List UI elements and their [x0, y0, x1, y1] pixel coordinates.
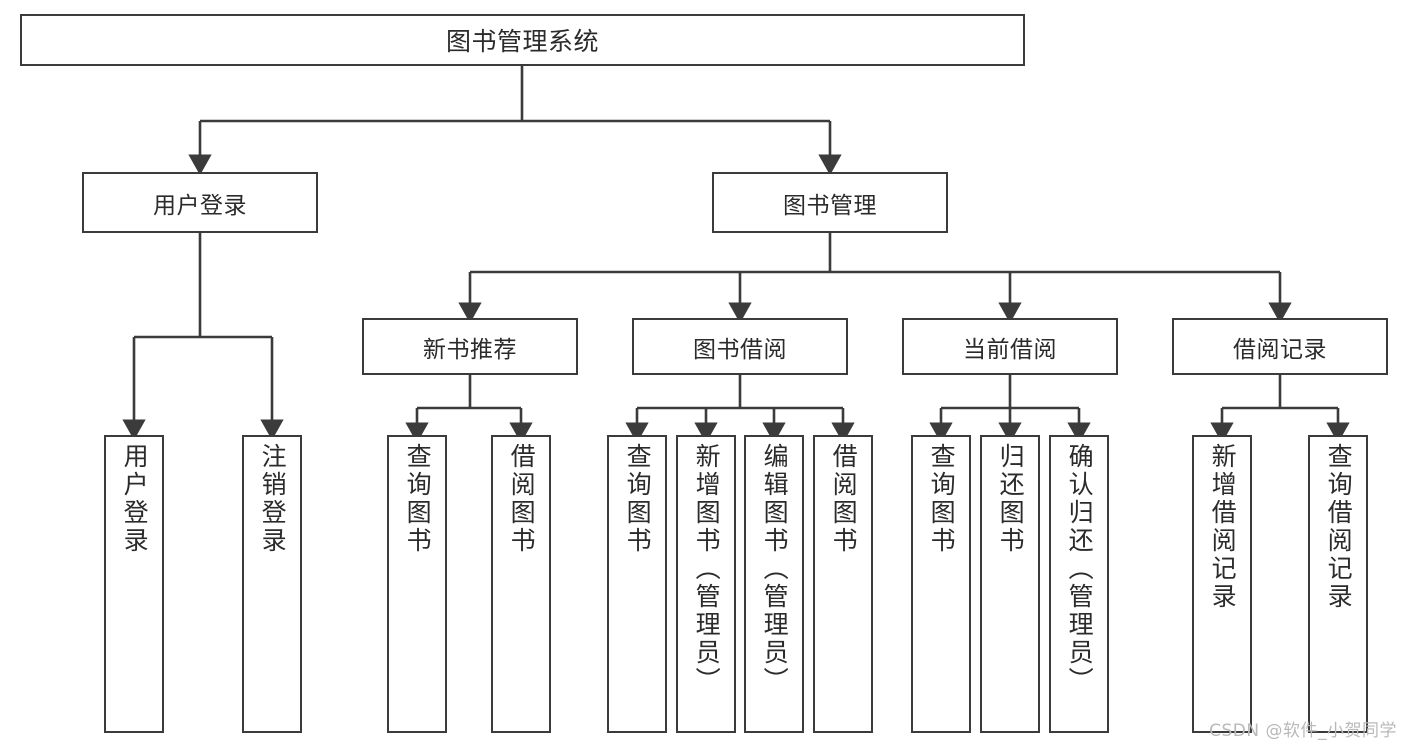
leaf-current-borrow-query[interactable]: 查询图书 [911, 435, 971, 733]
node-book-management[interactable]: 图书管理 [712, 172, 948, 233]
node-label: 图书管理 [783, 192, 877, 219]
node-label: 查询图书 [623, 443, 653, 555]
node-user-login[interactable]: 用户登录 [82, 172, 318, 233]
node-label: 用户登录 [120, 443, 150, 555]
leaf-current-borrow-confirm-return[interactable]: 确认归还（管理员） [1049, 435, 1109, 733]
node-book-borrow[interactable]: 图书借阅 [632, 318, 848, 375]
node-label: 当前借阅 [963, 336, 1057, 363]
leaf-borrow-record-query[interactable]: 查询借阅记录 [1308, 435, 1368, 733]
leaf-new-book-query[interactable]: 查询图书 [387, 435, 447, 733]
leaf-book-borrow-borrow[interactable]: 借阅图书 [813, 435, 873, 733]
node-label: 查询借阅记录 [1324, 443, 1354, 611]
node-label: 新书推荐 [423, 336, 517, 363]
node-label: 归还图书 [996, 443, 1026, 555]
node-label: 注销登录 [258, 443, 288, 555]
leaf-borrow-record-add[interactable]: 新增借阅记录 [1192, 435, 1252, 733]
leaf-new-book-borrow[interactable]: 借阅图书 [491, 435, 551, 733]
csdn-watermark: CSDN @软件_小贺同学 [1209, 721, 1397, 741]
node-label: 新增借阅记录 [1208, 443, 1238, 611]
leaf-user-login-logout[interactable]: 注销登录 [242, 435, 302, 733]
leaf-current-borrow-return[interactable]: 归还图书 [980, 435, 1040, 733]
leaf-book-borrow-query[interactable]: 查询图书 [607, 435, 667, 733]
node-label: 图书管理系统 [445, 27, 599, 56]
node-label: 借阅图书 [829, 443, 859, 555]
node-label: 用户登录 [153, 192, 247, 219]
node-label: 编辑图书（管理员） [760, 443, 790, 695]
leaf-book-borrow-add[interactable]: 新增图书（管理员） [676, 435, 736, 733]
node-label: 查询图书 [403, 443, 433, 555]
node-label: 查询图书 [927, 443, 957, 555]
leaf-book-borrow-edit[interactable]: 编辑图书（管理员） [744, 435, 804, 733]
node-label: 新增图书（管理员） [692, 443, 722, 695]
node-label: 借阅图书 [507, 443, 537, 555]
node-new-book-recommend[interactable]: 新书推荐 [362, 318, 578, 375]
node-borrow-record[interactable]: 借阅记录 [1172, 318, 1388, 375]
node-root-system[interactable]: 图书管理系统 [20, 14, 1025, 66]
leaf-user-login-login[interactable]: 用户登录 [104, 435, 164, 733]
node-label: 确认归还（管理员） [1065, 443, 1095, 695]
node-current-borrow[interactable]: 当前借阅 [902, 318, 1118, 375]
node-label: 借阅记录 [1233, 336, 1327, 363]
node-label: 图书借阅 [693, 336, 787, 363]
